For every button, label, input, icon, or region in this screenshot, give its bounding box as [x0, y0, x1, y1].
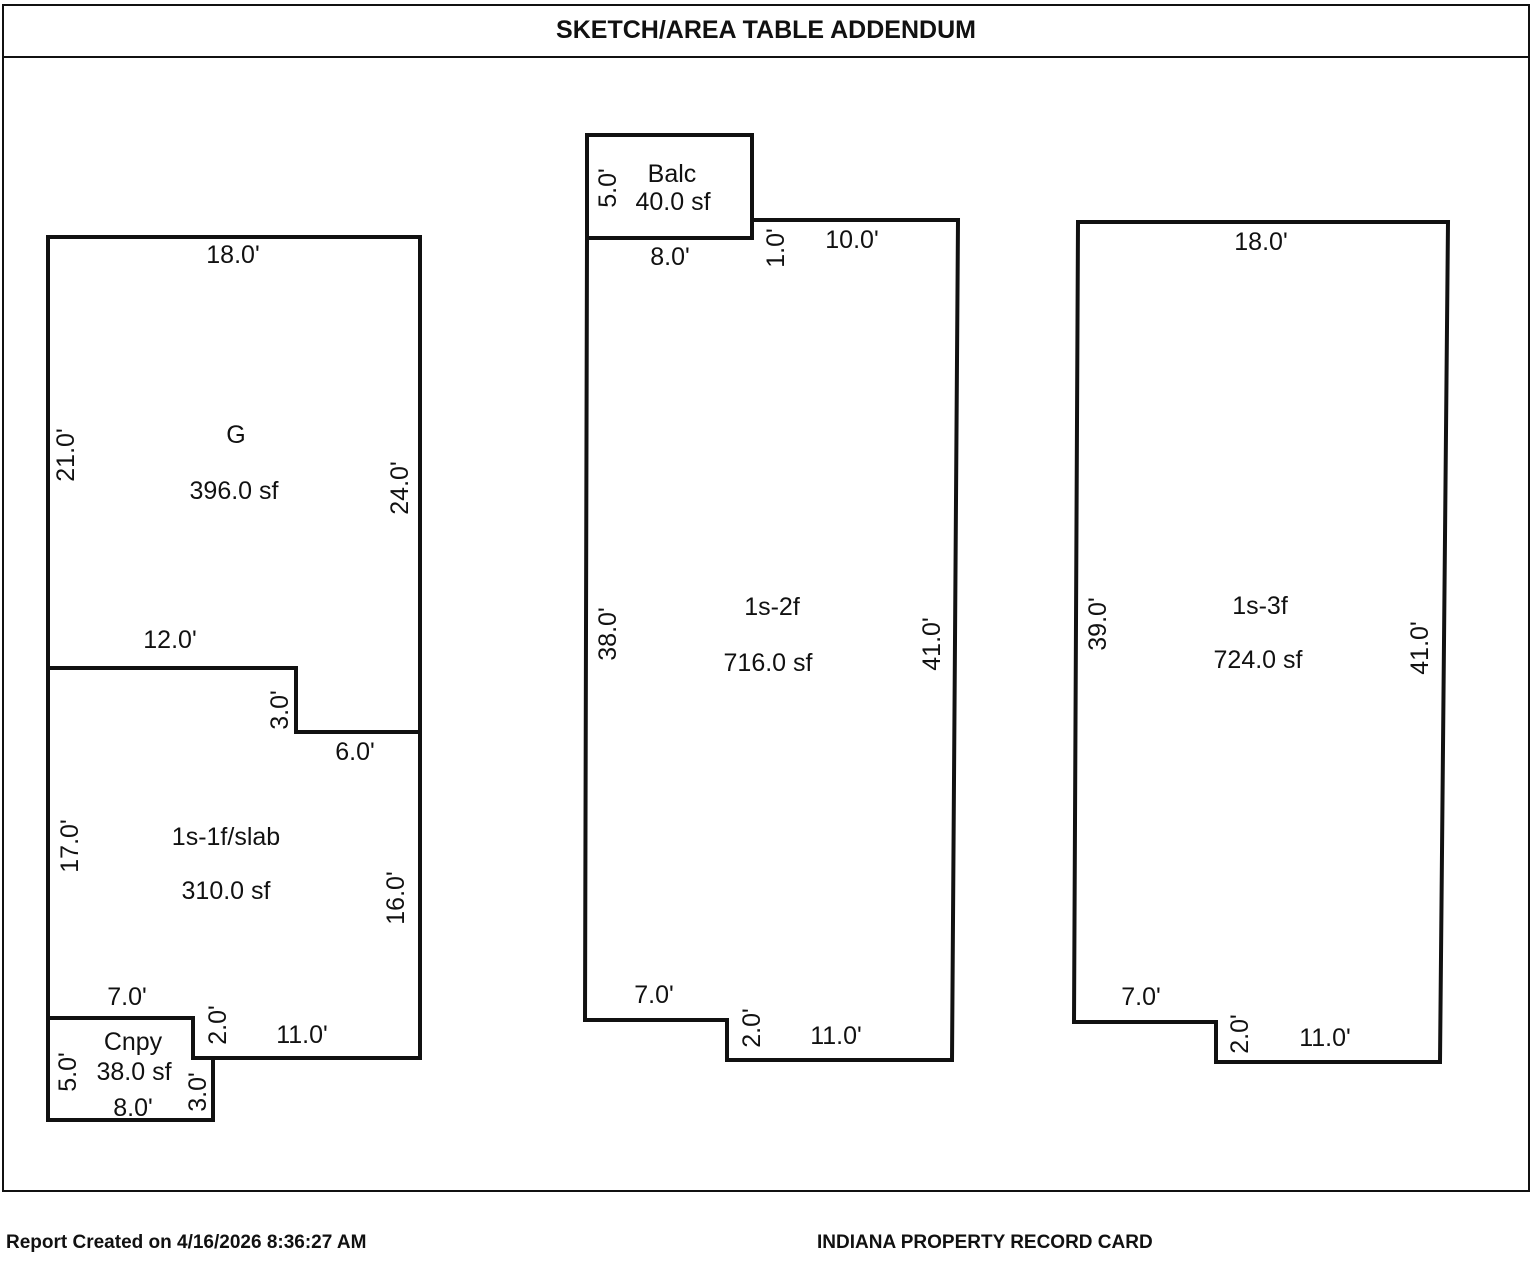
- dim-label: 41.0': [918, 617, 946, 670]
- dim-label: 21.0': [52, 428, 80, 481]
- dim-label: 5.0': [594, 168, 622, 208]
- garage-area: 396.0 sf: [190, 477, 279, 505]
- dim-label: 3.0': [266, 690, 294, 730]
- dim-label: 11.0': [810, 1022, 862, 1050]
- balcony-label: Balc: [648, 160, 697, 188]
- balcony-area: 40.0 sf: [635, 188, 710, 216]
- first-floor-outline: [46, 666, 422, 1060]
- third-floor-area: 724.0 sf: [1214, 646, 1303, 674]
- dim-label: 16.0': [382, 871, 410, 924]
- card-title: INDIANA PROPERTY RECORD CARD: [817, 1232, 1153, 1253]
- dim-label: 7.0': [634, 981, 674, 1009]
- dim-label: 2.0': [738, 1008, 766, 1048]
- dim-label: 12.0': [143, 626, 196, 654]
- canopy-outline: [46, 1016, 215, 1122]
- dim-label: 18.0': [206, 241, 259, 269]
- third-floor-outline: [1071, 220, 1451, 1064]
- dim-label: 11.0': [276, 1021, 328, 1049]
- garage-label: G: [226, 421, 245, 449]
- dim-label: 3.0': [184, 1072, 212, 1112]
- canopy-area: 38.0 sf: [96, 1058, 171, 1086]
- dim-label: 39.0': [1084, 597, 1112, 650]
- dim-label: 10.0': [825, 226, 878, 254]
- dim-label: 2.0': [1226, 1014, 1254, 1054]
- dim-label: 18.0': [1234, 228, 1287, 256]
- dim-label: 6.0': [335, 738, 375, 766]
- dim-label: 8.0': [113, 1094, 153, 1122]
- canopy-label: Cnpy: [104, 1028, 163, 1056]
- first-floor-area: 310.0 sf: [182, 877, 271, 905]
- dim-label: 7.0': [107, 983, 147, 1011]
- dim-label: 17.0': [56, 819, 84, 872]
- first-floor-label: 1s-1f/slab: [172, 823, 280, 851]
- dim-label: 8.0': [650, 243, 690, 271]
- page-title: SKETCH/AREA TABLE ADDENDUM: [4, 6, 1528, 58]
- third-floor-label: 1s-3f: [1232, 592, 1288, 620]
- dim-label: 1.0': [762, 228, 790, 268]
- dim-label: 7.0': [1121, 983, 1161, 1011]
- dim-label: 5.0': [54, 1052, 82, 1092]
- dim-label: 2.0': [204, 1005, 232, 1045]
- second-floor-label: 1s-2f: [744, 593, 800, 621]
- dim-label: 11.0': [1299, 1024, 1351, 1052]
- dim-label: 38.0': [594, 607, 622, 660]
- second-floor-area: 716.0 sf: [724, 649, 813, 677]
- dim-label: 24.0': [386, 461, 414, 514]
- report-created-text: Report Created on 4/16/2026 8:36:27 AM: [6, 1232, 367, 1253]
- second-floor-outline: [582, 218, 961, 1062]
- sketch-frame: SKETCH/AREA TABLE ADDENDUM: [2, 4, 1530, 1192]
- dim-label: 41.0': [1406, 621, 1434, 674]
